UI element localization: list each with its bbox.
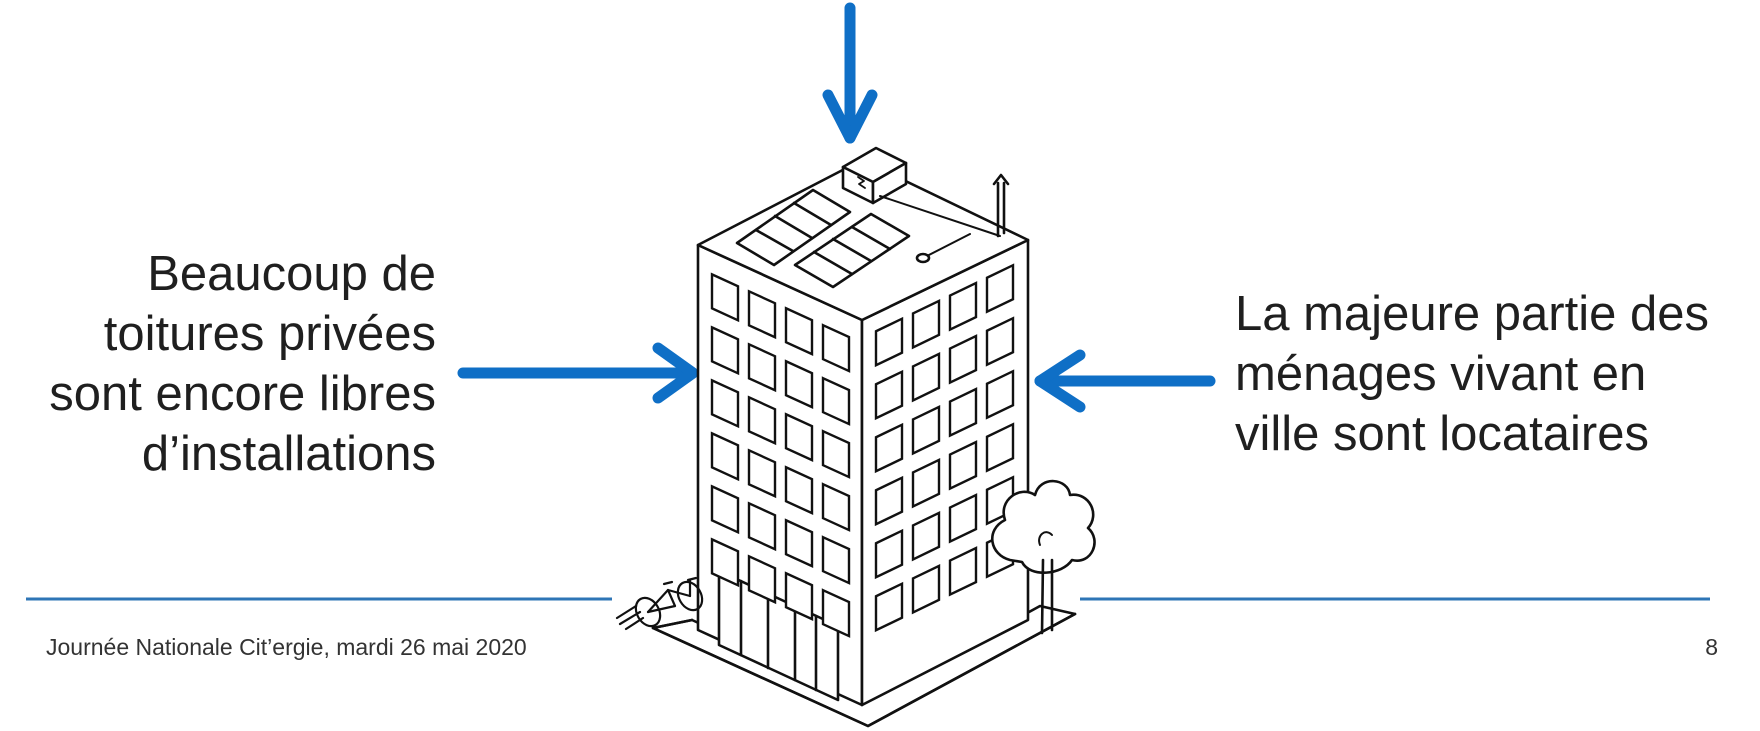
window	[874, 528, 904, 580]
window	[710, 378, 740, 429]
arrow-down-icon	[822, 2, 878, 144]
left-caption-line: d’installations	[141, 427, 436, 481]
window	[911, 510, 941, 562]
window	[948, 387, 978, 438]
right-caption-line: La majeure partie des	[1235, 287, 1709, 341]
window	[747, 501, 777, 552]
right-caption: La majeure partie des ménages vivant en …	[1235, 284, 1755, 464]
window	[948, 334, 978, 385]
left-caption-line: Beaucoup de	[147, 247, 436, 301]
window	[784, 306, 814, 357]
arrow-right-icon	[457, 342, 699, 404]
window	[821, 376, 851, 426]
left-caption: Beaucoup de toitures privées sont encore…	[0, 244, 436, 484]
window	[948, 546, 978, 597]
window	[747, 289, 777, 340]
window	[874, 316, 904, 368]
right-caption-line: ville sont locataires	[1235, 407, 1649, 461]
arrow-left-icon	[1034, 349, 1216, 413]
window	[821, 429, 851, 479]
bicycle-icon	[615, 576, 704, 631]
window	[874, 475, 904, 527]
window	[821, 535, 851, 585]
window	[747, 448, 777, 499]
footer-event-text: Journée Nationale Cit’ergie, mardi 26 ma…	[46, 634, 527, 660]
window	[710, 484, 740, 535]
window	[874, 422, 904, 474]
window	[911, 404, 941, 456]
window	[747, 395, 777, 446]
window	[784, 465, 814, 516]
window	[710, 272, 740, 323]
left-caption-line: toitures privées	[103, 307, 436, 361]
window	[784, 359, 814, 410]
window	[985, 316, 1015, 367]
window	[784, 571, 814, 622]
window	[911, 457, 941, 509]
window	[985, 422, 1015, 473]
window	[874, 369, 904, 421]
windows-right-facade	[874, 263, 1015, 633]
window	[911, 298, 941, 350]
page-number: 8	[1705, 634, 1718, 660]
right-caption-line: ménages vivant en	[1235, 347, 1647, 401]
windows-left-facade	[710, 272, 851, 638]
window	[948, 440, 978, 491]
window	[710, 325, 740, 376]
window	[747, 554, 777, 605]
window	[985, 263, 1015, 314]
window	[911, 351, 941, 403]
window	[784, 412, 814, 463]
window	[985, 369, 1015, 420]
window	[874, 581, 904, 633]
window	[821, 323, 851, 373]
window	[710, 431, 740, 482]
window	[911, 563, 941, 615]
antenna-icon	[992, 173, 1010, 238]
tree-icon	[990, 479, 1096, 635]
window	[821, 588, 851, 638]
window	[821, 482, 851, 532]
window	[948, 493, 978, 544]
solar-panel-icon	[735, 188, 911, 289]
window	[948, 281, 978, 332]
rooftop-box-icon	[841, 146, 1001, 264]
window	[747, 342, 777, 393]
window	[710, 537, 740, 588]
window	[784, 518, 814, 569]
left-caption-line: sont encore libres	[49, 367, 436, 421]
